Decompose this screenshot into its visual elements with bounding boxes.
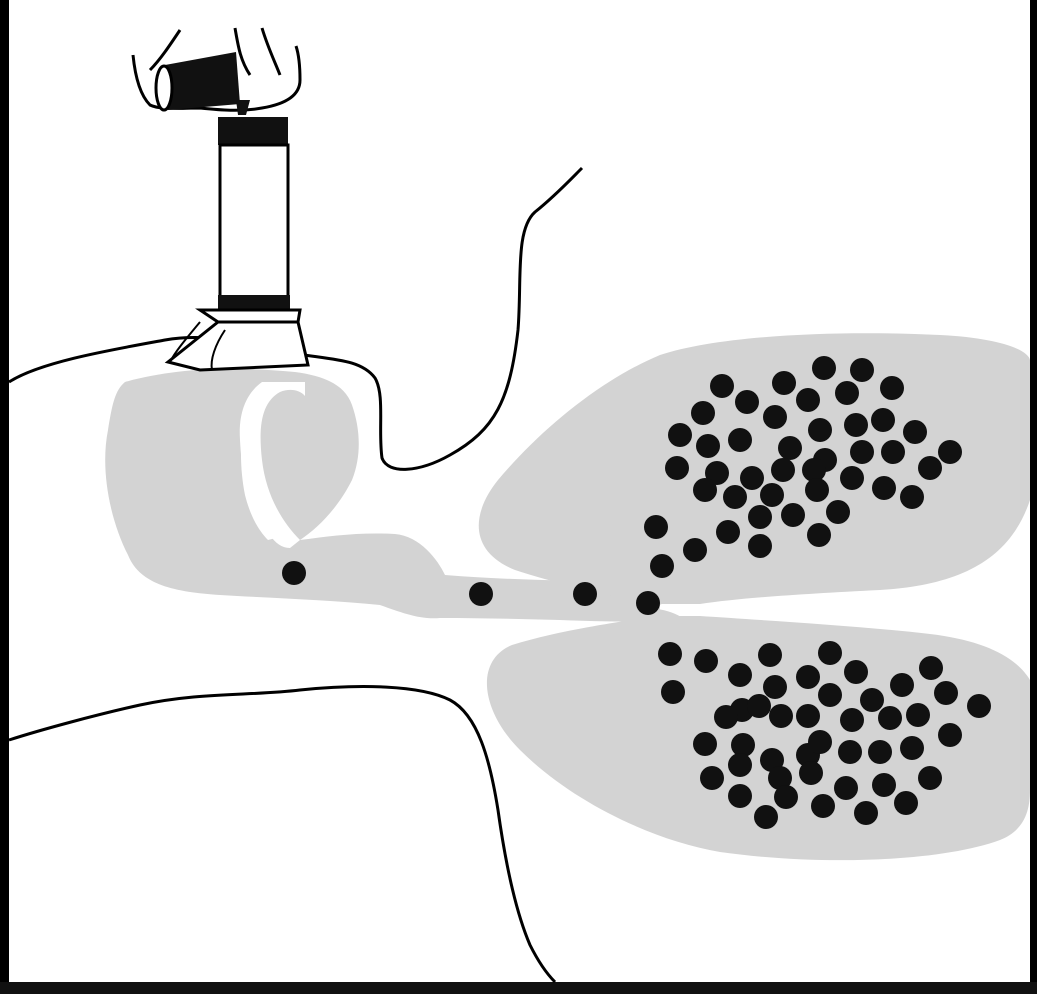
aerosol-particle (772, 371, 796, 395)
frame-border-bottom (0, 982, 1037, 994)
aerosol-particle (748, 534, 772, 558)
aerosol-particle (900, 736, 924, 760)
aerosol-particle (938, 440, 962, 464)
aerosol-particle (723, 485, 747, 509)
aerosol-particle (834, 776, 858, 800)
aerosol-particle (748, 505, 772, 529)
aerosol-particle (758, 643, 782, 667)
aerosol-particle (881, 440, 905, 464)
aerosol-particle (906, 703, 930, 727)
aerosol-particle (799, 761, 823, 785)
aerosol-particle (710, 374, 734, 398)
aerosol-particle (872, 476, 896, 500)
aerosol-particle (693, 732, 717, 756)
aerosol-particle (763, 405, 787, 429)
aerosol-particle (938, 723, 962, 747)
aerosol-particle (796, 388, 820, 412)
aerosol-particle (796, 704, 820, 728)
aerosol-particle (714, 705, 738, 729)
canister-cap (156, 66, 172, 110)
aerosol-particle (728, 784, 752, 808)
aerosol-particle (668, 423, 692, 447)
aerosol-particle (808, 730, 832, 754)
aerosol-particle (683, 538, 707, 562)
aerosol-particle (650, 554, 674, 578)
aerosol-particle (778, 436, 802, 460)
aerosol-particle (900, 485, 924, 509)
spacer-chamber (220, 145, 288, 297)
aerosol-particle (469, 582, 493, 606)
aerosol-particle (636, 591, 660, 615)
aerosol-particle (573, 582, 597, 606)
aerosol-particle (700, 766, 724, 790)
aerosol-particle (835, 381, 859, 405)
aerosol-particle (811, 794, 835, 818)
spacer-bottom-band (218, 295, 290, 310)
aerosol-particle (967, 694, 991, 718)
aerosol-particle (754, 805, 778, 829)
aerosol-particle (919, 656, 943, 680)
aerosol-particle (868, 740, 892, 764)
aerosol-particle (844, 413, 868, 437)
canister-tip (236, 100, 250, 115)
aerosol-particle (661, 680, 685, 704)
inhaler-device (133, 28, 308, 370)
aerosol-particle (850, 440, 874, 464)
aerosol-particle (696, 434, 720, 458)
spacer-top-cap (218, 117, 288, 145)
aerosol-particle (918, 766, 942, 790)
aerosol-particle (850, 358, 874, 382)
aerosol-particle (872, 773, 896, 797)
aerosol-particle (808, 418, 832, 442)
aerosol-particle (644, 515, 668, 539)
aerosol-particle (728, 428, 752, 452)
aerosol-particle (854, 801, 878, 825)
aerosol-particle (796, 665, 820, 689)
aerosol-particle (763, 675, 787, 699)
aerosol-particle (665, 456, 689, 480)
aerosol-particle (740, 466, 764, 490)
aerosol-particle (840, 466, 864, 490)
aerosol-particle (774, 785, 798, 809)
aerosol-particle (844, 660, 868, 684)
aerosol-particle (807, 523, 831, 547)
aerosol-particle (860, 688, 884, 712)
aerosol-particle (838, 740, 862, 764)
aerosol-particle (760, 483, 784, 507)
aerosol-particle (918, 456, 942, 480)
aerosol-particle (747, 694, 771, 718)
aerosol-particle (894, 791, 918, 815)
aerosol-particle (658, 642, 682, 666)
aerosol-particle (818, 683, 842, 707)
aerosol-particle (826, 500, 850, 524)
aerosol-particle (840, 708, 864, 732)
aerosol-particle (728, 663, 752, 687)
aerosol-particle (691, 401, 715, 425)
carina-notch (680, 606, 760, 615)
face-outline-lower (9, 687, 555, 982)
frame-border-right (1030, 0, 1037, 994)
aerosol-particle (282, 561, 306, 585)
aerosol-particle (694, 649, 718, 673)
aerosol-particle (890, 673, 914, 697)
aerosol-particle (805, 478, 829, 502)
aerosol-particle (880, 376, 904, 400)
aerosol-particle (735, 390, 759, 414)
aerosol-particle (771, 458, 795, 482)
frame-border-left (0, 0, 9, 994)
aerosol-particle (878, 706, 902, 730)
aerosol-particle (693, 478, 717, 502)
aerosol-particle (903, 420, 927, 444)
aerosol-particle (934, 681, 958, 705)
face-mask (168, 310, 308, 370)
aerosol-particle (716, 520, 740, 544)
aerosol-particle (812, 356, 836, 380)
aerosol-particle (728, 753, 752, 777)
aerosol-particle (781, 503, 805, 527)
aerosol-particle (818, 641, 842, 665)
aerosol-particle (769, 704, 793, 728)
aerosol-particle (871, 408, 895, 432)
